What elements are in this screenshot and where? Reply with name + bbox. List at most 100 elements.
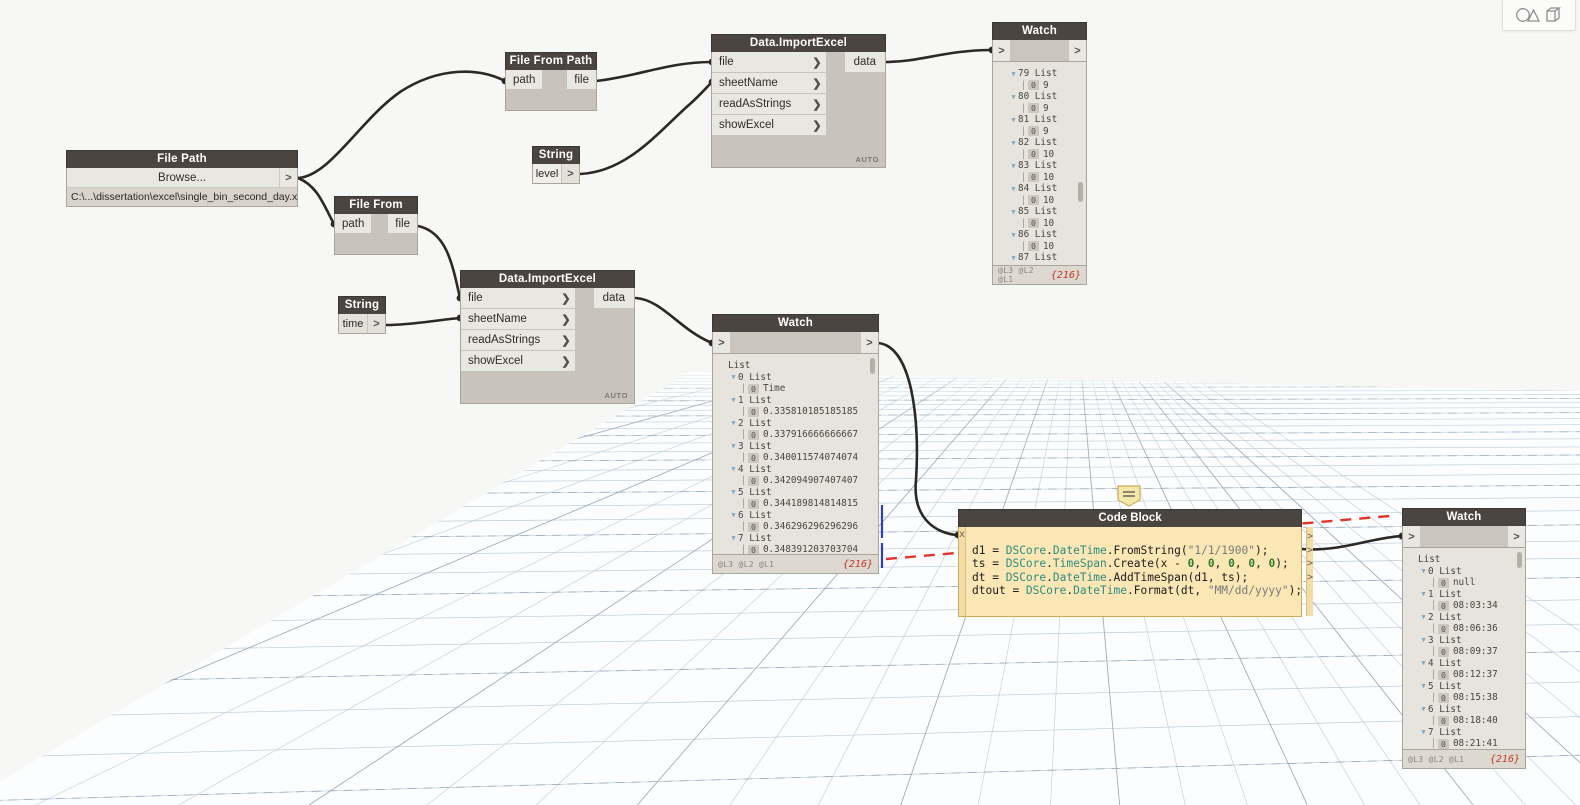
node-code-block[interactable]: Code Block x d1 = DSCore.DateTime.FromSt… <box>958 509 1314 617</box>
watch-output-port[interactable]: > <box>1069 40 1086 61</box>
geometry-shapes-icon[interactable] <box>1515 6 1541 24</box>
chevron-right-icon[interactable]: ❯ <box>561 313 571 326</box>
cube-icon[interactable] <box>1544 6 1564 24</box>
expand-triangle-icon[interactable]: ▼ <box>1421 705 1426 714</box>
watch-list-group-row[interactable]: ▼1 List <box>719 395 878 407</box>
code-block-output-4[interactable]: > <box>1307 571 1314 583</box>
watch-list-group-row[interactable]: ▼5 List <box>1409 681 1525 693</box>
input-port-readasstrings[interactable]: readAsStrings ❯ <box>461 330 575 351</box>
watch-list-group-row[interactable]: ▼3 List <box>719 441 878 453</box>
code-block-input-port[interactable]: x <box>959 527 967 616</box>
string-value-input[interactable]: level <box>533 164 561 183</box>
list-level-badges[interactable]: @L3 @L2 @L1 <box>718 559 775 569</box>
expand-triangle-icon[interactable]: ▼ <box>731 373 736 382</box>
expand-triangle-icon[interactable]: ▼ <box>731 396 736 405</box>
watch-list-group-row[interactable]: ▼6 List <box>1409 704 1525 716</box>
watch-list-group-row[interactable]: ▼6 List <box>719 510 878 522</box>
code-block-output-2[interactable]: > <box>1307 544 1314 556</box>
watch-output-port[interactable]: > <box>1508 526 1525 547</box>
watch-list-group-row[interactable]: ▼85 List <box>999 206 1086 218</box>
watch-scrollbar-thumb[interactable] <box>1517 552 1522 568</box>
output-port-file[interactable]: file <box>567 70 596 89</box>
watch-list-group-row[interactable]: ▼0 List <box>719 372 878 384</box>
expand-triangle-icon[interactable]: ▼ <box>1011 207 1016 216</box>
chevron-right-icon[interactable]: ❯ <box>812 119 822 132</box>
expand-triangle-icon[interactable]: ▼ <box>731 465 736 474</box>
watch-output-port[interactable]: > <box>861 332 878 353</box>
watch-list-group-row[interactable]: ▼0 List <box>1409 566 1525 578</box>
string-output-port[interactable]: > <box>367 314 385 333</box>
input-port-readasstrings[interactable]: readAsStrings ❯ <box>712 94 826 115</box>
node-file-path[interactable]: File Path Browse... > C:\...\dissertatio… <box>66 150 298 207</box>
input-port-showexcel[interactable]: showExcel ❯ <box>712 115 826 136</box>
string-output-port[interactable]: > <box>561 164 579 183</box>
expand-triangle-icon[interactable]: ▼ <box>1011 92 1016 101</box>
chevron-right-icon[interactable]: ❯ <box>812 77 822 90</box>
expand-triangle-icon[interactable]: ▼ <box>1011 184 1016 193</box>
chevron-right-icon[interactable]: ❯ <box>812 56 822 69</box>
expand-triangle-icon[interactable]: ▼ <box>1421 590 1426 599</box>
chevron-right-icon[interactable]: ❯ <box>812 98 822 111</box>
file-path-output-port[interactable]: > <box>279 168 297 187</box>
expand-triangle-icon[interactable]: ▼ <box>1421 682 1426 691</box>
input-port-file[interactable]: file ❯ <box>461 288 575 309</box>
expand-triangle-icon[interactable]: ▼ <box>1011 138 1016 147</box>
code-block-output-3[interactable]: > <box>1307 558 1314 570</box>
expand-triangle-icon[interactable]: ▼ <box>731 488 736 497</box>
watch-input-port[interactable]: > <box>1403 526 1420 547</box>
watch-list-group-row[interactable]: ▼83 List <box>999 160 1086 172</box>
chevron-right-icon[interactable]: ❯ <box>561 334 571 347</box>
watch-list-group-row[interactable]: ▼4 List <box>1409 658 1525 670</box>
expand-triangle-icon[interactable]: ▼ <box>1011 230 1016 239</box>
node-file-from-path-top[interactable]: File From Path path file <box>505 52 597 111</box>
input-port-showexcel[interactable]: showExcel ❯ <box>461 351 575 372</box>
watch-list-group-row[interactable]: ▼7 List <box>719 533 878 545</box>
input-port-sheetname[interactable]: sheetName ❯ <box>461 309 575 330</box>
output-port-data[interactable]: data <box>593 288 634 309</box>
expand-triangle-icon[interactable]: ▼ <box>731 511 736 520</box>
watch-scrollbar-thumb[interactable] <box>870 358 875 374</box>
code-block-output-ports[interactable]: > > > > <box>1306 527 1314 616</box>
output-port-file[interactable]: file <box>388 214 417 233</box>
chevron-right-icon[interactable]: ❯ <box>561 292 571 305</box>
expand-triangle-icon[interactable]: ▼ <box>731 534 736 543</box>
node-string-time[interactable]: String time > <box>338 296 386 334</box>
expand-triangle-icon[interactable]: ▼ <box>1011 115 1016 124</box>
watch-list-group-row[interactable]: ▼1 List <box>1409 589 1525 601</box>
node-file-from-path-bottom[interactable]: File From Path path file <box>334 196 418 255</box>
browse-button[interactable]: Browse... > <box>67 168 297 188</box>
input-port-file[interactable]: file ❯ <box>712 52 826 73</box>
expand-triangle-icon[interactable]: ▼ <box>731 419 736 428</box>
expand-triangle-icon[interactable]: ▼ <box>1421 613 1426 622</box>
expand-triangle-icon[interactable]: ▼ <box>731 442 736 451</box>
watch-list-group-row[interactable]: ▼2 List <box>1409 612 1525 624</box>
chevron-right-icon[interactable]: ❯ <box>561 355 571 368</box>
code-block-editor[interactable]: d1 = DSCore.DateTime.FromString("1/1/190… <box>966 527 1306 616</box>
watch-list-group-row[interactable]: ▼79 List <box>999 68 1086 80</box>
node-data-import-excel-bottom[interactable]: Data.ImportExcel file ❯ sheetName ❯ read… <box>460 270 635 404</box>
list-level-badges[interactable]: @L3 @L2 @L1 <box>998 266 1034 284</box>
